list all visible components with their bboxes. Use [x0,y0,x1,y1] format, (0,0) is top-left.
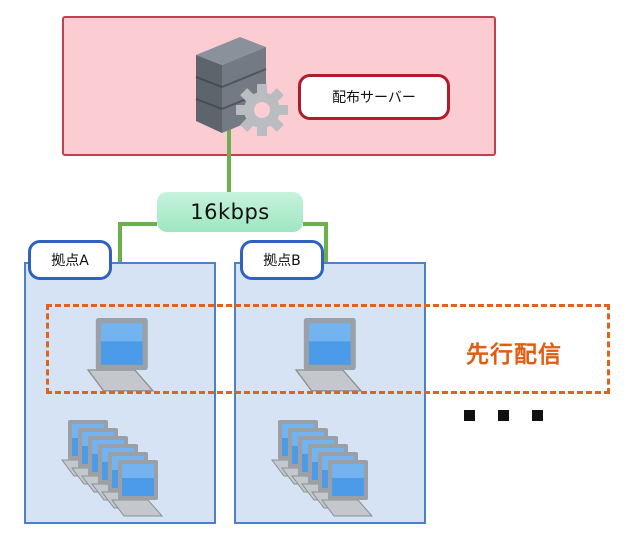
gear-icon [236,84,288,136]
bandwidth-label: 16kbps [157,192,303,232]
site-b-label: 拠点B [240,240,324,280]
site-a-label: 拠点A [28,240,112,280]
more-sites-indicator [458,406,548,426]
laptop-group-site-a [61,419,163,517]
server-label: 配布サーバー [298,74,450,120]
advance-delivery-zone [46,304,610,394]
laptop-group-site-b [271,419,373,517]
advance-delivery-label: 先行配信 [466,342,562,368]
